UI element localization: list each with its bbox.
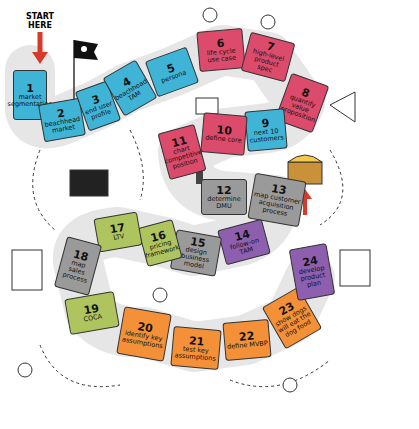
chalkboard	[70, 170, 108, 196]
step-label: determine DMU	[202, 196, 246, 210]
step-segment: 24develop product plan	[289, 243, 335, 301]
step-segment: 9next 10 customers	[244, 108, 287, 151]
step-segment: 21test key assumptions	[170, 326, 221, 370]
step-segment: 22define MVBP	[222, 319, 271, 361]
step-label: pricing framework	[142, 237, 181, 260]
step-segment: 20identify key assumptions	[116, 306, 172, 362]
step-segment: 10define core	[200, 112, 247, 156]
step-label: chart competitive position	[161, 142, 206, 173]
loop-line	[40, 345, 120, 387]
step-label: beachhead TAM	[113, 77, 153, 108]
step-segment: 12determine DMU	[201, 179, 247, 215]
step-label: identify key assumptions	[119, 329, 167, 351]
step-number: 1	[26, 83, 34, 94]
step-label: life cycle use case	[199, 47, 244, 65]
step-label: beachhead market	[42, 115, 84, 136]
step-label: define MVBP	[226, 340, 269, 351]
step-number: 12	[216, 185, 231, 196]
step-number: 6	[216, 37, 225, 49]
megaphone	[330, 92, 355, 122]
step-label: test key assumptions	[172, 345, 219, 363]
step-number: 9	[261, 117, 270, 129]
step-label: next 10 customers	[247, 127, 286, 144]
character	[261, 15, 275, 29]
step-label: COCA	[82, 313, 104, 323]
character	[153, 288, 167, 302]
step-label: define core	[204, 134, 243, 144]
step-label: end user profile	[82, 99, 117, 123]
step-label: develop product plan	[293, 264, 332, 291]
loop-line	[230, 360, 330, 387]
step-label: map sales process	[57, 257, 95, 286]
road	[30, 50, 310, 347]
character	[203, 8, 217, 22]
start-arrow-head	[32, 52, 48, 64]
step-label: persona	[159, 69, 188, 85]
loop-line	[320, 150, 343, 225]
step-label: map customer acquisition process	[250, 191, 303, 220]
pirate-flag	[74, 40, 98, 60]
start-label: START HERE	[14, 12, 66, 30]
step-label: LTV	[112, 233, 126, 242]
step-segment: 6life cycle use case	[196, 28, 245, 72]
loop-line	[130, 130, 143, 200]
skull	[81, 46, 87, 52]
loop-line	[33, 150, 55, 230]
paper	[340, 250, 370, 286]
character	[18, 363, 32, 377]
paper	[12, 250, 42, 290]
character	[283, 378, 297, 392]
treasure-gold	[288, 155, 322, 162]
